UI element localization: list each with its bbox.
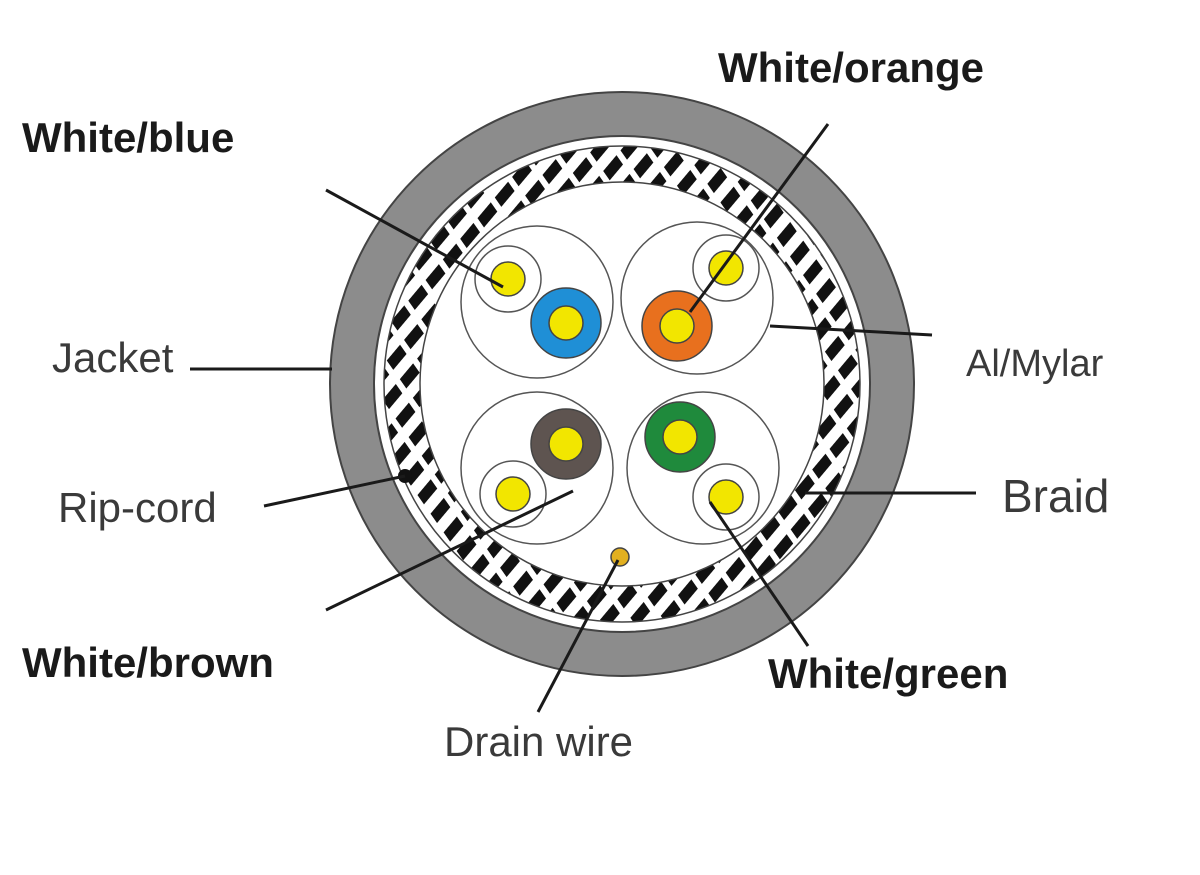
- blue-conductor: [548, 305, 584, 341]
- label-braid: Braid: [1002, 470, 1109, 522]
- green-conductor: [662, 419, 698, 455]
- label-white-brown: White/brown: [22, 639, 274, 686]
- white-blue-conductor: [490, 261, 526, 297]
- leader-white-brown: [325, 489, 574, 612]
- pair-green: [626, 391, 780, 545]
- drain-wire: [610, 547, 630, 567]
- leader-lines: [190, 123, 976, 713]
- pair-orange: [620, 221, 774, 375]
- white-green-conductor: [708, 479, 744, 515]
- label-white-green: White/green: [768, 650, 1008, 697]
- leader-drain-wire: [536, 559, 620, 713]
- label-white-orange: White/orange: [718, 44, 984, 91]
- leader-white-blue: [325, 188, 504, 289]
- pair-blue: [460, 225, 614, 379]
- leader-white-orange: [688, 123, 830, 313]
- label-rip-cord: Rip-cord: [58, 484, 217, 531]
- labels: White/blue White/orange Jacket Al/Mylar …: [22, 44, 1109, 765]
- label-drain-wire: Drain wire: [444, 718, 633, 765]
- leader-rip-cord: [263, 474, 406, 508]
- orange-conductor: [659, 308, 695, 344]
- label-jacket: Jacket: [52, 334, 174, 381]
- leader-white-green: [708, 501, 810, 647]
- brown-conductor: [548, 426, 584, 462]
- label-white-blue: White/blue: [22, 114, 234, 161]
- white-brown-conductor: [495, 476, 531, 512]
- pair-brown: [460, 391, 614, 545]
- leader-al-mylar: [769, 324, 933, 337]
- label-al-mylar: Al/Mylar: [966, 343, 1104, 385]
